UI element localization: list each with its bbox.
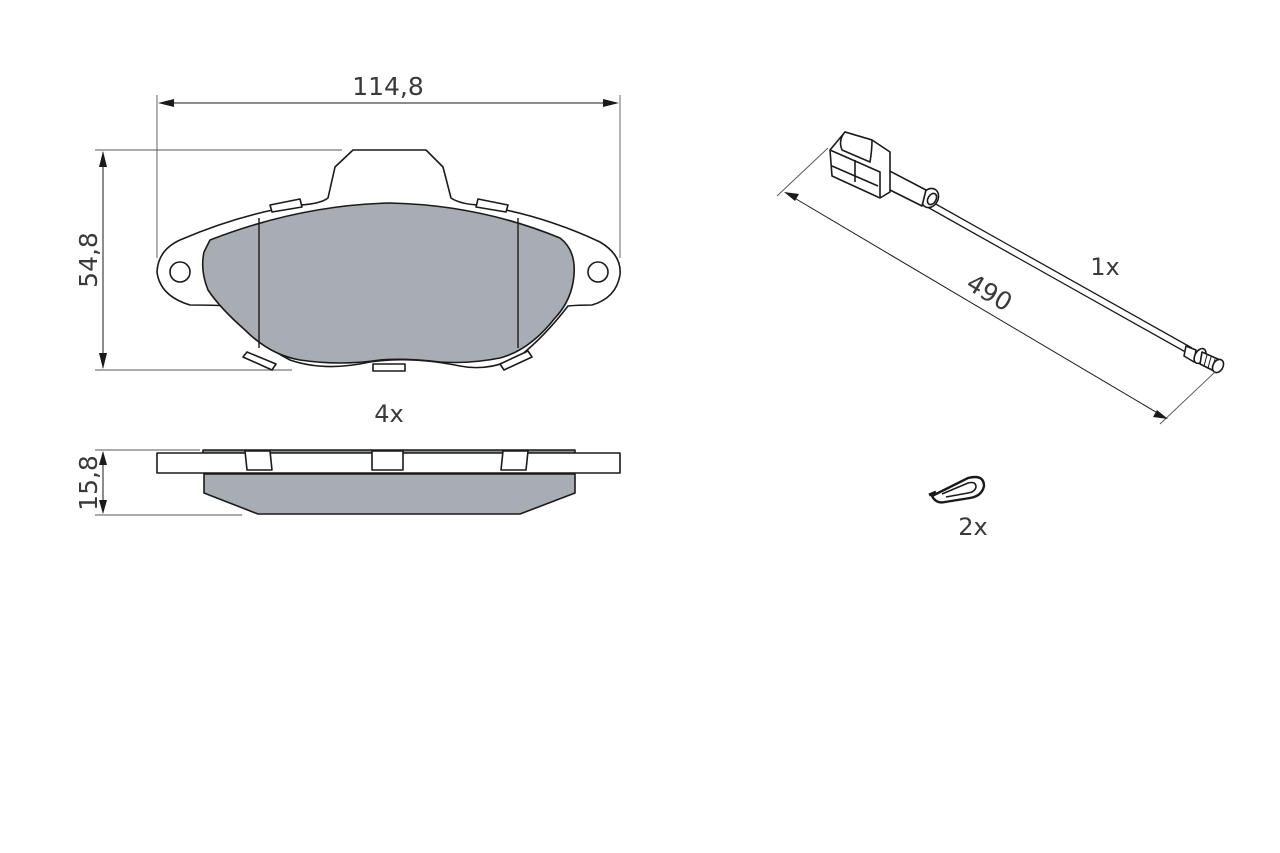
bottom-clip-left — [242, 351, 277, 371]
top-clip-left — [269, 198, 303, 213]
height-dimension-label: 54,8 — [74, 232, 103, 288]
mounting-hole-right — [587, 261, 609, 283]
width-dimension: 114,8 — [156, 72, 621, 258]
brake-pad-side-view: 15,8 — [74, 449, 621, 516]
height-dimension: 54,8 — [74, 149, 342, 371]
bottom-clip-center — [372, 363, 406, 372]
sensor-length-dimension: 490 — [776, 147, 1216, 425]
top-clip-right — [475, 198, 509, 213]
sensor-connector — [829, 131, 891, 199]
side-clip-left — [244, 450, 273, 471]
wear-sensor: 490 1x — [776, 131, 1225, 425]
side-clip-right — [500, 450, 529, 471]
sensor-tip — [1183, 345, 1225, 374]
pad-quantity-label: 4x — [374, 400, 403, 428]
width-dimension-label: 114,8 — [352, 72, 424, 101]
thickness-dimension: 15,8 — [74, 449, 242, 516]
friction-material — [201, 202, 576, 364]
clip-quantity-label: 2x — [958, 513, 987, 541]
sensor-length-label: 490 — [961, 268, 1017, 317]
retaining-clip: 2x — [928, 475, 988, 541]
side-friction-material — [203, 473, 576, 515]
side-clip-center — [371, 450, 404, 471]
thickness-dimension-label: 15,8 — [74, 455, 103, 511]
mounting-hole-left — [169, 261, 191, 283]
brake-pad-front-view: 114,8 54,8 — [74, 72, 621, 372]
bottom-clip-right — [499, 350, 533, 371]
sensor-quantity-label: 1x — [1090, 253, 1119, 281]
